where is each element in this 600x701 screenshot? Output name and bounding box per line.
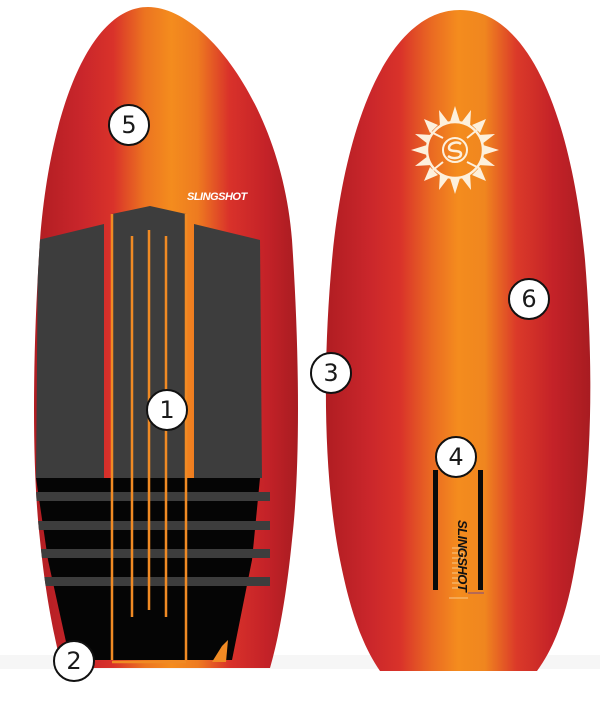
sun-logo-icon <box>411 106 499 194</box>
callout-4: 4 <box>435 436 477 478</box>
deck-brand-logo: SLINGSHOT <box>187 191 247 203</box>
callout-2: 2 <box>53 640 95 682</box>
bottom-brand-logo: SLINGSHOT <box>455 520 470 592</box>
bottom-view-board <box>325 10 591 671</box>
callout-1: 1 <box>146 389 188 431</box>
deck-view-board <box>34 7 298 668</box>
callout-5: 5 <box>108 104 150 146</box>
callout-3: 3 <box>310 352 352 394</box>
callout-6: 6 <box>508 278 550 320</box>
